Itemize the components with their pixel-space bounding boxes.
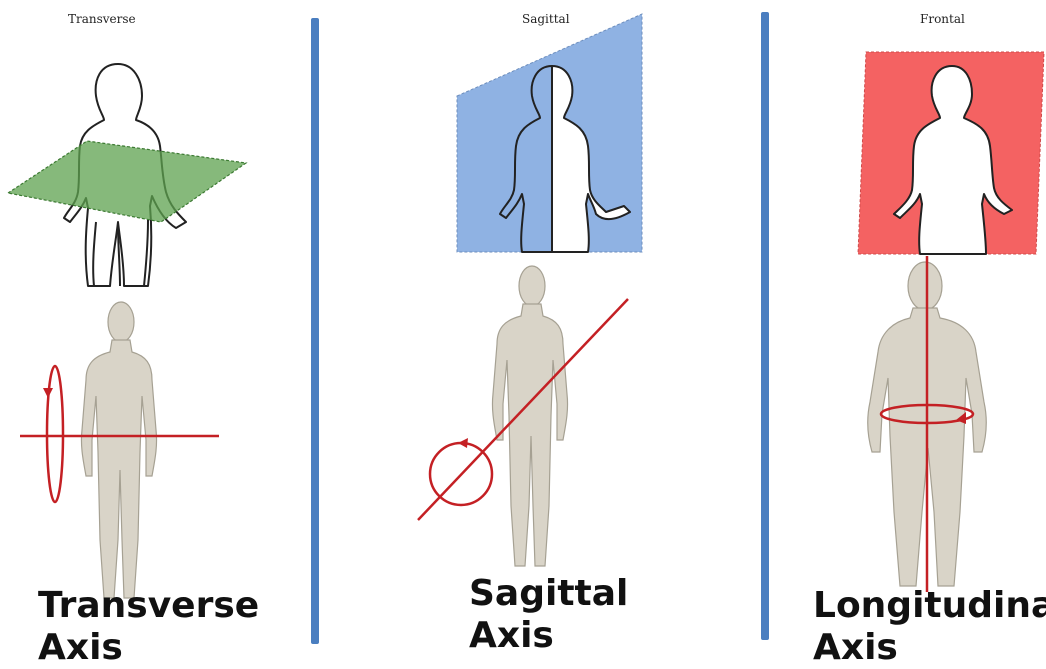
axis-caption-frontal-line2: Axis	[813, 627, 898, 668]
axis-caption-frontal: Longitudinal Axis	[813, 585, 1046, 669]
axis-caption-frontal-line1: Longitudinal	[813, 585, 1046, 626]
